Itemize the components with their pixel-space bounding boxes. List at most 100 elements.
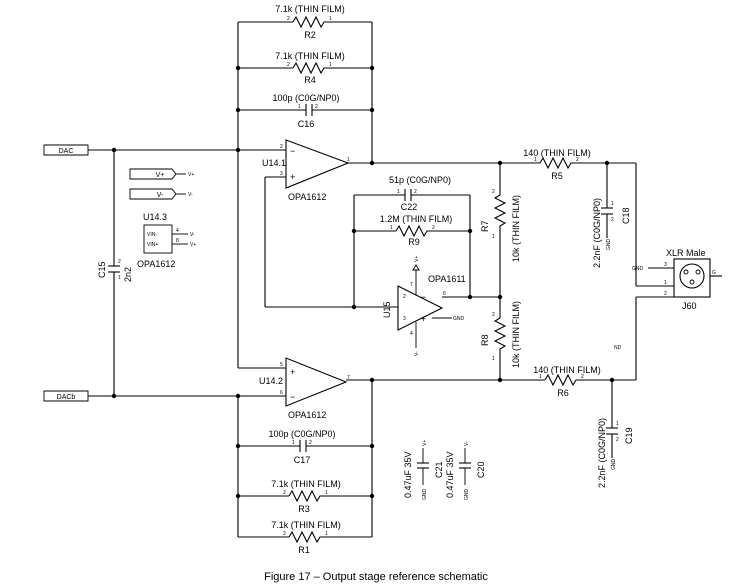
u14-3-pin8: 8 [176, 238, 179, 244]
r5-resistor: 140 (THIN FILM) R5 1 2 [523, 148, 636, 181]
u14-1-pin2: 2 [280, 144, 283, 150]
c15-pin2: 2 [118, 259, 121, 265]
c17-value: 100p (C0G/NP0) [268, 429, 335, 439]
r6-value: 140 (THIN FILM) [533, 365, 601, 375]
u14-3-vin-pos: VIN+ [147, 242, 158, 248]
r7-resistor: R7 10k (THIN FILM) 2 1 [480, 163, 521, 297]
r2-resistor: 7.1k (THIN FILM) R2 2 1 [275, 4, 345, 40]
r7-value: 10k (THIN FILM) [511, 195, 521, 262]
r7-pin1: 1 [492, 234, 495, 240]
u15-ref: U15 [382, 301, 392, 318]
u14-2-pin6: 6 [280, 390, 283, 396]
r6-pin1: 1 [539, 374, 542, 380]
j60-value: XLR Male [666, 248, 706, 258]
c16-pin2: 2 [315, 104, 318, 110]
r1-value: 7.1k (THIN FILM) [271, 520, 341, 530]
r4-pin1: 1 [329, 62, 332, 68]
top-feedback-wiring [235, 21, 375, 163]
r6-pin2: 2 [581, 374, 584, 380]
u15-pin6: 6 [443, 291, 446, 297]
r8-ref: R8 [480, 334, 490, 346]
r5-value: 140 (THIN FILM) [523, 148, 591, 158]
r3-pin2: 2 [283, 490, 286, 496]
c18-ref: C18 [621, 207, 631, 224]
u14-1-opamp: U14.1 OPA1612 − + 2 3 1 [262, 139, 350, 202]
c19-pin2: 2 [616, 437, 619, 443]
u15-plus-sign: + [421, 314, 426, 324]
j60-pin2: 2 [664, 291, 667, 297]
u15-pin3: 3 [403, 316, 406, 322]
r4-resistor: 7.1k (THIN FILM) R4 2 1 [275, 51, 345, 85]
u14-1-ref: U14.1 [262, 158, 286, 168]
c20-gnd: GND [464, 489, 470, 501]
u14-2-minus-sign: − [290, 392, 295, 402]
r9-ref: R9 [408, 237, 420, 247]
r9-value: 1.2M (THIN FILM) [380, 214, 453, 224]
vminus-net-label: V- [188, 192, 193, 198]
r9-pin1: 1 [390, 225, 393, 231]
j60-gnd: GND [632, 266, 644, 272]
r4-value: 7.1k (THIN FILM) [275, 51, 345, 61]
u14-1-plus-sign: + [290, 172, 295, 182]
r2-pin2: 2 [287, 16, 290, 22]
c18-pin2: 2 [611, 217, 614, 223]
c21-vplus: V+ [422, 440, 428, 446]
c16-value: 100p (C0G/NP0) [272, 93, 339, 103]
r3-ref: R3 [298, 504, 310, 514]
u15-pin2: 2 [403, 294, 406, 300]
c16-ref: C16 [298, 119, 315, 129]
u14-3-ref: U14.3 [143, 212, 167, 222]
r3-value: 7.1k (THIN FILM) [271, 479, 341, 489]
r2-ref: R2 [304, 30, 316, 40]
u14-3-power-unit: U14.3 VIN- VIN+ 4 8 V- V+ OPA1612 [137, 212, 196, 269]
input-wiring [88, 147, 241, 399]
j60-xlr-connector: GND 3 1 2 G XLR Male J60 [632, 163, 722, 380]
c18-gnd: GND [606, 239, 612, 251]
c18-capacitor: C18 2.2nF (C0G/NP0) 1 2 GND [592, 163, 631, 268]
u14-1-pin3: 3 [280, 171, 283, 177]
u14-3-vminus-net: V- [190, 232, 195, 238]
figure-caption: Figure 17 – Output stage reference schem… [264, 571, 488, 583]
c18-value: 2.2nF (C0G/NP0) [592, 198, 602, 268]
c22-ref: C22 [401, 202, 418, 212]
u15-part: OPA1611 [428, 274, 466, 284]
dacb-port: DACb [43, 390, 89, 402]
r5-ref: R5 [551, 171, 563, 181]
r5-pin2: 2 [576, 157, 579, 163]
vminus-port: V- V- [129, 188, 193, 200]
c21-value: 0.47uF 35V [403, 451, 413, 498]
c15-pin1: 1 [118, 275, 121, 281]
c17-capacitor: 100p (C0G/NP0) C17 1 2 [268, 429, 335, 465]
r1-pin1: 1 [325, 531, 328, 537]
r6-ref: R6 [557, 388, 569, 398]
u14-3-pin4: 4 [176, 228, 179, 234]
c22-pin2: 2 [414, 189, 417, 195]
c19-capacitor: C19 2.2nF (C0G/NP0) 1 2 GND [597, 380, 634, 488]
r3-pin1: 1 [325, 490, 328, 496]
u15-pin4: 4 [410, 331, 413, 337]
c20-vminus: V- [464, 441, 470, 446]
r8-value: 10k (THIN FILM) [511, 301, 521, 368]
vplus-port: V+ V+ [129, 168, 194, 180]
c22-capacitor: 51p (C0G/NP0) C22 1 2 [389, 175, 451, 212]
c18-pin1: 1 [611, 201, 614, 207]
c15-ref: C15 [97, 261, 107, 278]
c22-r9-wiring [351, 194, 473, 310]
c22-value: 51p (C0G/NP0) [389, 175, 451, 185]
j60-pin1: 1 [664, 280, 667, 286]
u14-3-vin-neg: VIN- [147, 232, 157, 238]
u14-1-wiring [264, 160, 540, 308]
r9-pin2: 2 [432, 225, 435, 231]
r2-pin1: 1 [329, 16, 332, 22]
c19-pin1: 1 [616, 421, 619, 427]
u14-2-ref: U14.2 [259, 376, 283, 386]
u14-1-pin1: 1 [347, 157, 350, 163]
c16-pin1: 1 [298, 104, 301, 110]
r8-pin1: 1 [492, 356, 495, 362]
dacb-port-label: DACb [57, 394, 76, 401]
u14-3-part: OPA1612 [137, 259, 175, 269]
j60-ref: J60 [682, 301, 697, 311]
c21-ref: C21 [434, 461, 444, 478]
c21-capacitor: V+ GND 0.47uF 35V C21 [403, 440, 444, 500]
